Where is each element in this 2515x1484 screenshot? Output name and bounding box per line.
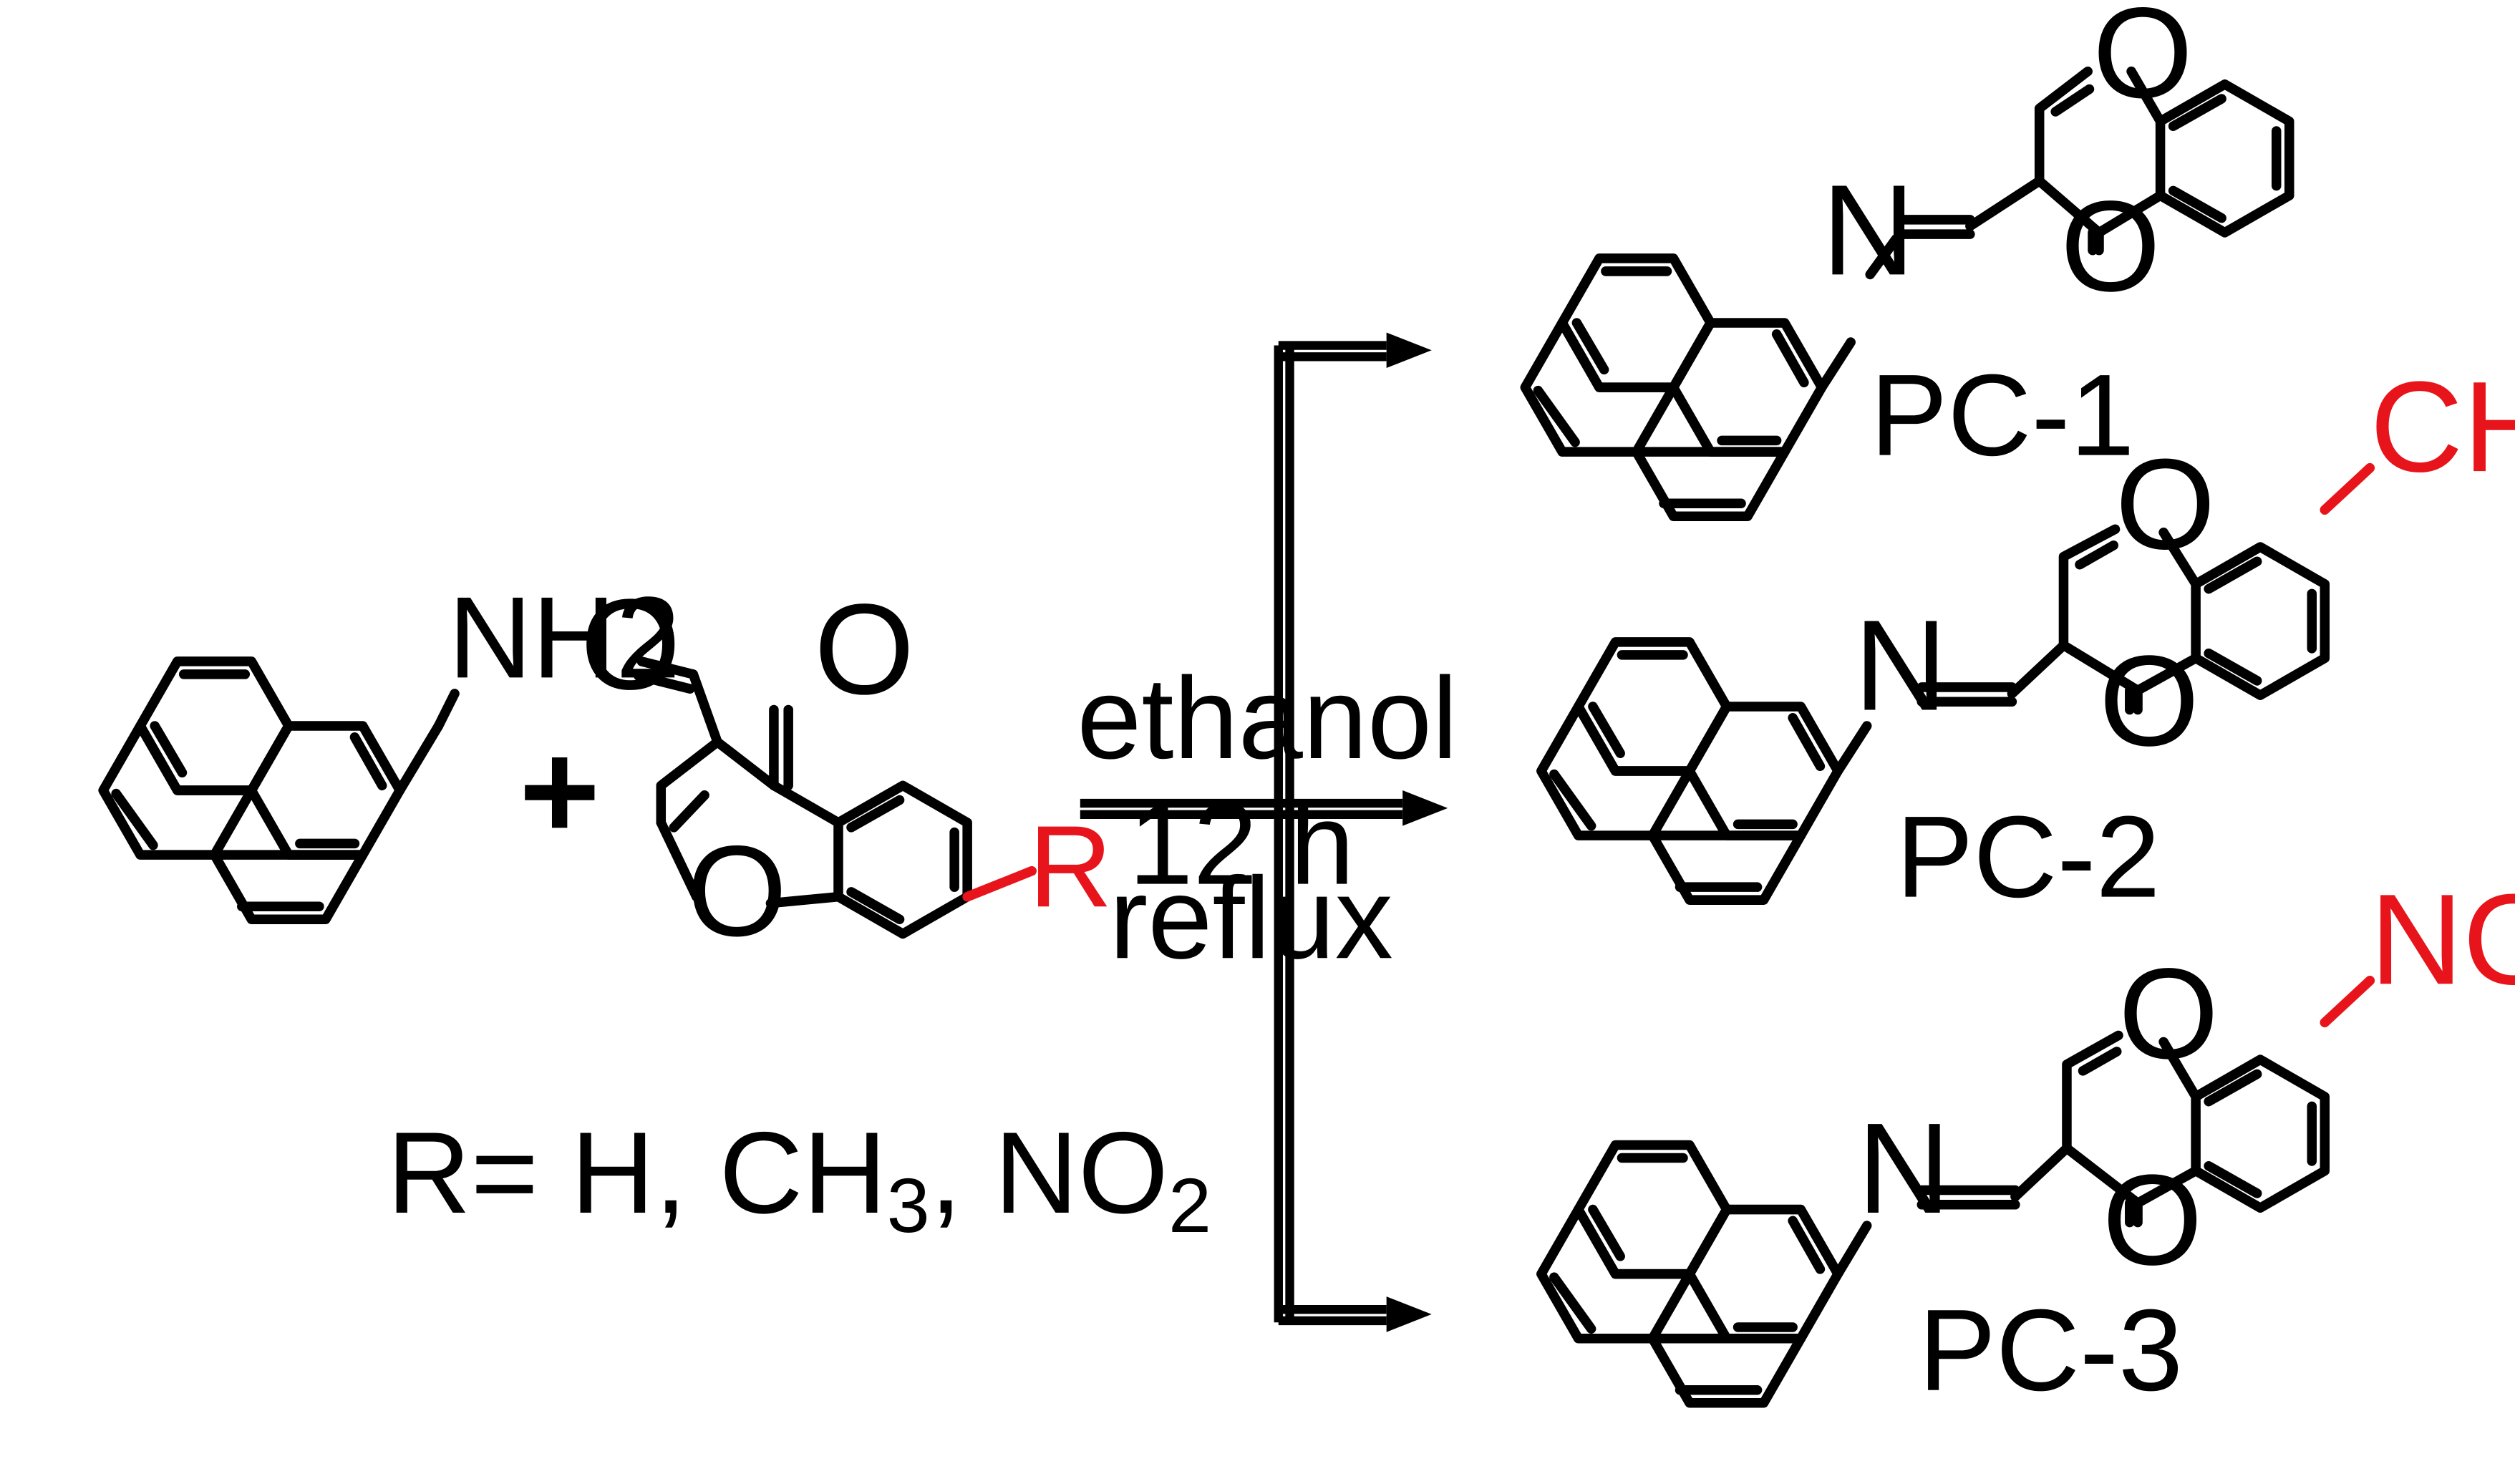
- r-definition: R= H, CH3, NO2: [387, 1108, 1211, 1248]
- pc2-ketone-oxygen: O: [2099, 629, 2199, 773]
- pc1-ring-oxygen: O: [2093, 0, 2193, 125]
- condition-solvent: ethanol: [1077, 654, 1458, 783]
- condition-mode: reflux: [1109, 853, 1392, 983]
- reaction-arrows: [1080, 332, 1448, 1332]
- c-n-bond: [394, 721, 444, 795]
- pc2-substituent: CH3: [2370, 355, 2515, 513]
- pc1-nitrogen: N: [1822, 158, 1915, 302]
- pc3-nitrogen: N: [1857, 1097, 1950, 1241]
- ketone-oxygen: O: [814, 578, 914, 722]
- pc2-nitrogen: N: [1854, 593, 1947, 737]
- pc2-label: PC-2: [1896, 792, 2160, 922]
- pc1-label: PC-1: [1870, 351, 2134, 480]
- plus-sign: +: [519, 714, 600, 869]
- product-pc-1: N O O PC-1: [1525, 0, 2289, 516]
- pc3-substituent: NO2: [2370, 868, 2515, 1025]
- ring-oxygen: O: [687, 820, 787, 964]
- aldehyde-oxygen: O: [581, 573, 681, 717]
- formylchromone: O O O R: [581, 573, 1113, 964]
- pc3-label: PC-3: [1919, 1286, 2183, 1415]
- pc3-ring-oxygen: O: [2118, 942, 2219, 1086]
- condition-time: 12 h: [1128, 780, 1355, 909]
- pc3-ketone-oxygen: O: [2103, 1148, 2203, 1292]
- pc1-ketone-oxygen: O: [2060, 175, 2161, 319]
- product-pc-2: N O O CH3 PC-2: [1541, 355, 2515, 922]
- pc2-ring-oxygen: O: [2116, 432, 2216, 576]
- r-substituent: R: [1029, 802, 1113, 931]
- product-pc-3: N O O NO2 PC-3: [1541, 868, 2515, 1415]
